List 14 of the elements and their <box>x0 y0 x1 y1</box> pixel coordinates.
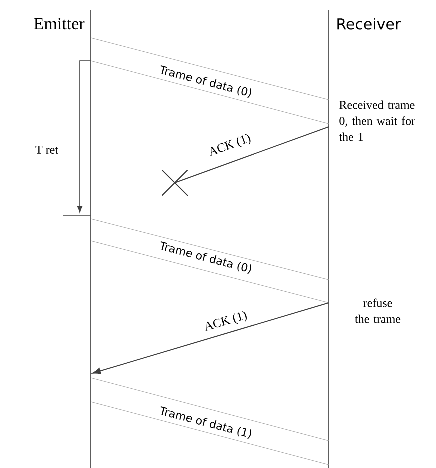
edge-label: ACK (1) <box>206 132 254 160</box>
arrow <box>92 302 330 374</box>
cross-mark <box>162 170 188 196</box>
message-band <box>90 218 330 304</box>
annotation: T ret <box>36 146 58 154</box>
edge-label: Trame of data (0) <box>157 240 255 276</box>
message-band <box>90 38 330 124</box>
edge-label: Trame of data (1) <box>157 405 255 441</box>
annotation: Received trame 0, then wait for the 1 <box>339 100 416 142</box>
message-band <box>90 378 330 466</box>
edge-label: ACK (1) <box>202 309 250 335</box>
edge-label: Trame of data (0) <box>157 64 255 100</box>
message-line <box>174 126 330 184</box>
annotation: refuse the trame <box>355 298 401 324</box>
